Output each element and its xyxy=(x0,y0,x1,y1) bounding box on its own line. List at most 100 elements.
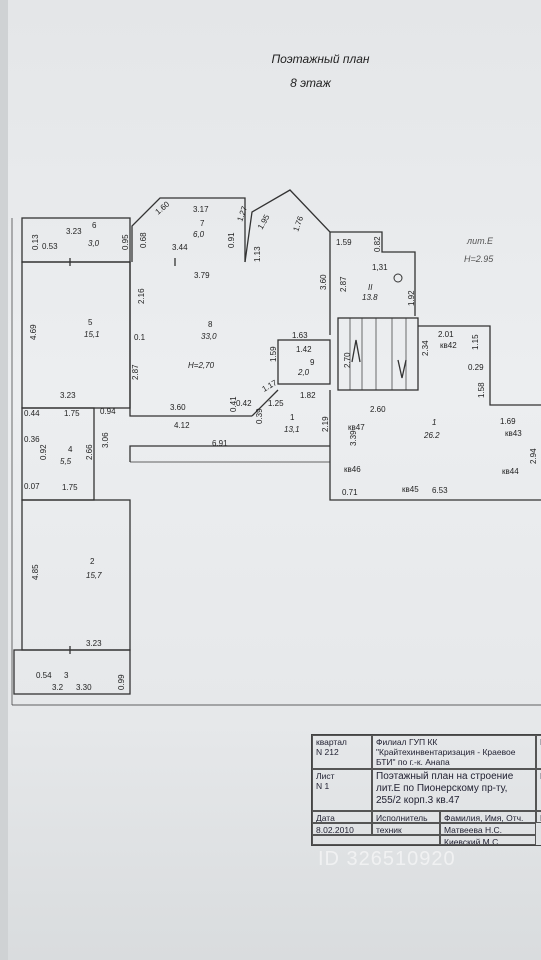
dim: 1.58 xyxy=(477,382,486,398)
dim: 0.07 xyxy=(24,482,40,491)
wall-hall-top xyxy=(418,325,541,406)
dim: 3.06 xyxy=(101,432,110,448)
dim: 1.13 xyxy=(253,246,262,262)
quarter-value: N 212 xyxy=(316,747,339,757)
name1: Матвеева Н.С. xyxy=(440,823,536,835)
apt-45: кв45 xyxy=(402,485,419,494)
wall-room-3 xyxy=(13,649,131,695)
room-9-area: 2,0 xyxy=(297,368,310,377)
dim: 0.99 xyxy=(117,674,126,690)
lit-label: лит.Е xyxy=(467,236,493,246)
room-8-area: 33,0 xyxy=(201,332,217,341)
dim: 1.15 xyxy=(471,334,480,350)
dim: 1.82 xyxy=(300,391,316,400)
dim: 4.12 xyxy=(174,421,190,430)
room-6-area: 3,0 xyxy=(88,239,100,248)
executor-label: Исполнитель xyxy=(372,811,440,823)
dim: 1.75 xyxy=(64,409,80,418)
dim: 1.76 xyxy=(291,214,305,232)
wall-stair-top xyxy=(330,231,416,316)
dim: 0.36 xyxy=(24,435,40,444)
right-top-cell: К xyxy=(536,735,541,769)
names-header: Фамилия, Имя, Отч. xyxy=(440,811,536,823)
room-7-area: 6,0 xyxy=(193,230,205,239)
wall-hall-bottom xyxy=(329,390,541,501)
quarter-label: квартал xyxy=(316,737,347,747)
dim: 2.87 xyxy=(339,276,348,292)
wall-room-9 xyxy=(277,339,331,385)
shaft-circle xyxy=(393,273,403,283)
dim: 2.19 xyxy=(321,416,330,432)
dim: 3.30 xyxy=(76,683,92,692)
room-II-area: 13.8 xyxy=(362,293,378,302)
dim: 4.69 xyxy=(29,324,38,340)
title-block: квартал N 212 Филиал ГУП КК "Крайтехинве… xyxy=(311,734,541,846)
dim: 0.54 xyxy=(36,671,52,680)
apt-46: кв46 xyxy=(344,465,361,474)
dim: 0.53 xyxy=(42,242,58,251)
dim: 1.25 xyxy=(268,399,284,408)
room-7-num: 7 xyxy=(200,219,205,228)
sheet-value: N 1 xyxy=(316,781,330,791)
room-I-area: 26.2 xyxy=(423,431,440,440)
room-8-num: 8 xyxy=(208,320,213,329)
dim: 3.60 xyxy=(319,274,328,290)
room-5-num: 5 xyxy=(88,318,93,327)
dim: 2.01 xyxy=(438,330,454,339)
dim: 0.94 xyxy=(100,407,116,416)
dim: 0.42 xyxy=(236,399,252,408)
dim: 1.75 xyxy=(62,483,78,492)
wall-room-5 xyxy=(21,261,131,409)
executor-value: техник xyxy=(372,823,440,835)
room-2-num: 2 xyxy=(90,557,95,566)
dim: 3.23 xyxy=(86,639,102,648)
height-label: Н=2.95 xyxy=(464,254,494,264)
dim: 1.63 xyxy=(292,331,308,340)
wall-room-7 xyxy=(131,197,246,262)
dimension-labels: 3.17 1.60 1.27 1.95 1.76 0.13 0.53 3.23 … xyxy=(24,199,538,692)
dim: 0.29 xyxy=(468,363,484,372)
wall-corridor xyxy=(129,445,330,462)
dim: 3.17 xyxy=(193,205,209,214)
dim: 0.68 xyxy=(139,232,148,248)
room-1-corridor-num: 1 xyxy=(290,413,295,422)
room-4-area: 5,5 xyxy=(60,457,72,466)
stair-block xyxy=(337,317,419,391)
dim: 0.41 xyxy=(229,396,238,412)
dim: 2.87 xyxy=(131,364,140,380)
dim: 1.95 xyxy=(256,213,272,231)
dim: 2.94 xyxy=(529,448,538,464)
dim: 0.92 xyxy=(39,444,48,460)
dim: 0.95 xyxy=(121,234,130,250)
dim: 0.13 xyxy=(31,234,40,250)
date-value: 8.02.2010 xyxy=(312,823,372,835)
dim: 3.23 xyxy=(60,391,76,400)
dim: 2.16 xyxy=(137,288,146,304)
dim: 3.23 xyxy=(66,227,82,236)
room-3-num: 3 xyxy=(64,671,69,680)
apt-47: кв47 xyxy=(348,423,365,432)
dim: 2.34 xyxy=(421,340,430,356)
dim: 3.60 xyxy=(170,403,186,412)
plan-sheet xyxy=(8,0,541,960)
room-1-corridor-area: 13,1 xyxy=(284,425,300,434)
right-mid-cell: М xyxy=(536,769,541,811)
empty-cell xyxy=(312,835,440,845)
plan-floor: 8 этаж xyxy=(290,76,331,90)
room-4-num: 4 xyxy=(68,445,73,454)
date-label: Дата xyxy=(312,811,372,823)
org-cell: Филиал ГУП КК "Крайтехинвентаризация - К… xyxy=(372,735,536,769)
quarter-cell: квартал N 212 xyxy=(312,735,372,769)
dim: 3.79 xyxy=(194,271,210,280)
dim: 6.91 xyxy=(212,439,228,448)
wall-room-8 xyxy=(129,262,252,417)
dim: 0.91 xyxy=(227,232,236,248)
stair-arrow-down xyxy=(397,359,407,379)
dim: 1.27 xyxy=(235,204,249,222)
dim: 1.92 xyxy=(407,290,416,306)
dim: 0.44 xyxy=(24,409,40,418)
room-2-area: 15,7 xyxy=(86,571,102,580)
apt-44: кв44 xyxy=(502,467,519,476)
wall-diagonal xyxy=(251,389,279,417)
